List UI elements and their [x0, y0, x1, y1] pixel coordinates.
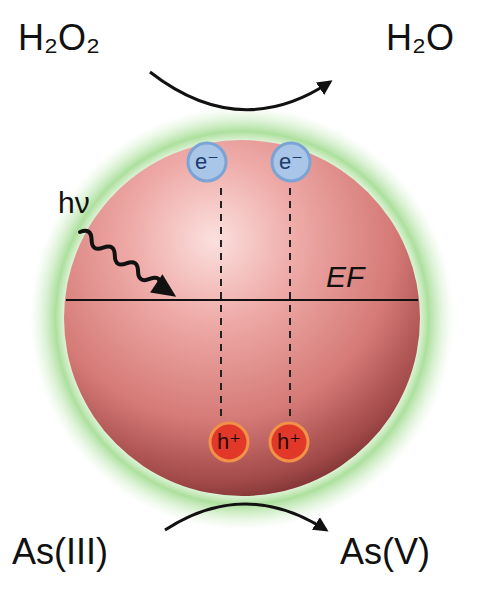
carrier-label: e⁻: [195, 150, 219, 174]
carrier-label: h⁺: [217, 430, 241, 454]
green-glow: [30, 106, 454, 530]
species-label: H₂O₂: [18, 18, 100, 58]
carrier-circle: [188, 143, 226, 181]
dashed-line: [220, 188, 222, 416]
hole-circle: h⁺: [208, 421, 250, 463]
photocatalyst-sphere: EF e⁻ e⁻ h⁺ h⁺: [64, 140, 420, 496]
carrier-circle: [270, 423, 308, 461]
carrier-circle: [272, 143, 310, 181]
carrier-label: h⁺: [277, 430, 301, 454]
sphere-body: [64, 140, 420, 496]
fermi-level-label: EF: [326, 260, 364, 293]
species-label: As(V): [340, 532, 430, 572]
reduction-arrow: [150, 72, 330, 110]
fermi-level-line: [66, 299, 418, 301]
species-label: H₂O: [386, 18, 454, 58]
species-label: As(III): [12, 532, 108, 572]
carrier-circle: [210, 423, 248, 461]
hole-circle: h⁺: [268, 421, 310, 463]
photon-arrow: [74, 223, 182, 306]
oxidation-arrow: [165, 504, 326, 530]
electron-circle: e⁻: [270, 141, 312, 183]
dashed-line: [289, 188, 291, 416]
electron-circle: e⁻: [186, 141, 228, 183]
photon-label: hν: [58, 186, 90, 219]
carrier-label: e⁻: [279, 150, 303, 174]
